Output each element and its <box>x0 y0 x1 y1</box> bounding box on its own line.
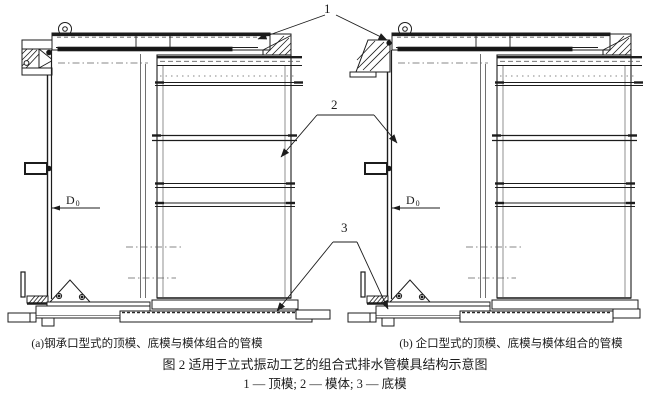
callout-bottom-mold: 3 <box>341 220 348 235</box>
dimension-label-d0-left: D0 <box>66 194 81 210</box>
dimension-subscript: 0 <box>415 199 421 208</box>
dimension-letter: D <box>406 193 416 207</box>
assembly-a <box>7 22 331 327</box>
figure-title: 图 2 适用于立式振动工艺的组合式排水管模具结构示意图 <box>162 357 488 372</box>
callout-mold-body: 2 <box>331 97 338 112</box>
subcaption-a: (a)钢承口型式的顶模、底模与模体组合的管模 <box>31 338 263 350</box>
subcaption-b: (b) 企口型式的顶模、底模与模体组合的管模 <box>399 338 623 350</box>
dimension-letter: D <box>66 193 76 207</box>
dimension-subscript: 0 <box>75 199 81 208</box>
dimension-label-d0-right: D0 <box>406 194 421 210</box>
callout-top-mold: 1 <box>324 1 331 16</box>
figure-legend: 1 — 顶模; 2 — 模体; 3 — 底模 <box>243 377 407 391</box>
assembly-b <box>347 22 643 327</box>
callout-leader-lines <box>257 14 398 312</box>
